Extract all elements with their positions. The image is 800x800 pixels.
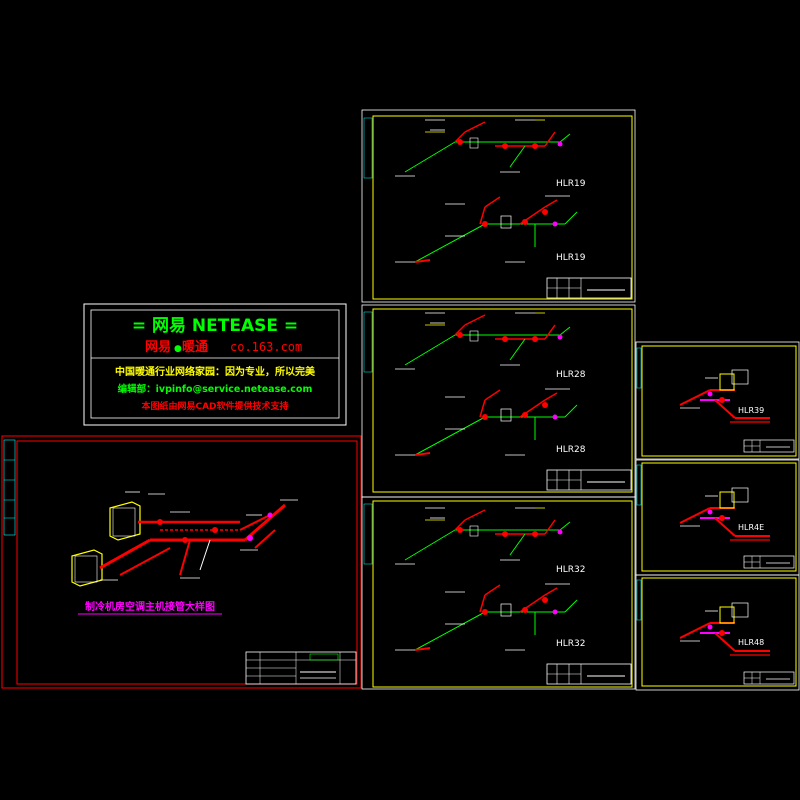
sheet-hlr39-label: HLR39: [738, 406, 764, 415]
sheet-hlr4e-label: HLR4E: [738, 523, 764, 532]
banner-line-3: 本图纸由网易CAD软件提供技术支持: [141, 400, 288, 412]
banner-inner-frame: [90, 309, 340, 419]
main-title-block: [245, 651, 357, 685]
banner-line-1: 中国暖通行业网络家园：因为专业，所以完美: [115, 365, 316, 378]
chiller-unit-upper: [109, 501, 141, 541]
banner-line-2: 编辑部：ivpinfo@service.netease.com: [118, 383, 313, 395]
sheet-hlr48-label: HLR48: [738, 638, 764, 647]
sheet-hlr48: HLR48: [635, 574, 800, 691]
sheet-hlr32-label-top: HLR32: [556, 565, 586, 575]
main-drawing-caption: 制冷机房空调主机接管大样图: [85, 600, 215, 613]
sheet-hlr28: HLR28 HLR28: [361, 304, 636, 498]
sheet-hlr28-label-top: HLR28: [556, 370, 586, 380]
chiller-unit-lower: [71, 549, 103, 587]
sheet-hlr19-label-top: HLR19: [556, 179, 586, 189]
main-drawing-sheet: 制冷机房空调主机接管大样图: [1, 435, 362, 689]
main-sheet-side-strip: [3, 439, 16, 536]
banner-outer-frame: [83, 303, 347, 426]
banner-subtitle-cn: 网易: [145, 340, 171, 355]
main-piping: [99, 491, 298, 581]
main-sheet-outer-frame: [1, 435, 362, 689]
sheet-hlr32-label-bottom: HLR32: [556, 639, 586, 649]
sheet-hlr19-label-bottom: HLR19: [556, 253, 586, 263]
banner-title: = 网易 NETEASE =: [132, 316, 298, 336]
sheet-hlr4e: HLR4E: [635, 459, 800, 576]
banner-subtitle-url: co.163.com: [230, 340, 302, 354]
main-sheet-inner-frame: [16, 440, 358, 685]
banner-subtitle-hvac: 暖通: [182, 339, 208, 355]
netease-banner: = 网易 NETEASE = 网易 ● 暖通 co.163.com 中国暖通行业…: [83, 303, 347, 426]
banner-subtitle-dot: ●: [174, 344, 182, 354]
sheet-hlr32: HLR32 HLR32: [361, 496, 636, 690]
sheet-hlr28-label-bottom: HLR28: [556, 445, 586, 455]
sheet-hlr39: HLR39: [635, 341, 800, 460]
sheet-hlr19: HLR19 HLR19: [361, 109, 636, 303]
